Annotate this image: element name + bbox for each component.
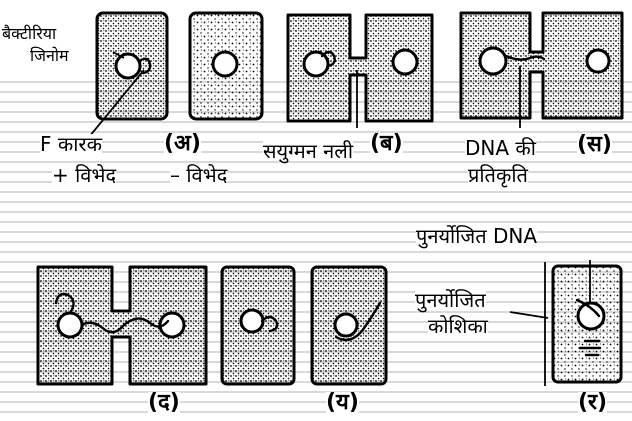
replicating-dna-c	[504, 54, 546, 61]
plasmid-e-left	[260, 315, 279, 333]
conjugating-pair-c	[459, 11, 624, 120]
conjugating-pair-b	[286, 13, 434, 123]
f-factor-plasmid-b	[320, 50, 336, 68]
label-bacterial-genome-1: बैक्टीरिया	[2, 24, 57, 43]
genome-b-donor	[302, 50, 330, 78]
label-recombinant-dna: पुनर्योजित DNA	[416, 224, 538, 248]
transferred-dna-d	[80, 317, 170, 334]
genome-e-right	[333, 312, 359, 338]
label-recombinant-cell-2: कोशिका	[428, 314, 488, 338]
genome-c-donor	[478, 46, 508, 76]
genome-a-recipient	[211, 50, 239, 78]
panel-label-b: (ब)	[370, 131, 403, 156]
genome-a-donor	[114, 52, 142, 80]
panel-label-e: (य)	[326, 390, 359, 415]
panel-label-d: (द)	[148, 390, 180, 415]
pointer-genome	[112, 51, 125, 59]
genome-f	[576, 301, 606, 331]
label-dna-replication-1: DNA की	[465, 136, 536, 160]
recombinant-dna-f	[575, 298, 601, 318]
genome-d-donor	[56, 311, 84, 339]
label-plus-strain: + विभेद	[52, 163, 117, 187]
label-bacterial-genome-2: जिनोम	[30, 46, 69, 65]
panel-label-a: (अ)	[164, 131, 201, 156]
genome-b-recipient	[391, 48, 419, 76]
panel-label-c: (स)	[577, 132, 612, 157]
genome-c-recipient	[585, 48, 611, 74]
label-dna-replication-2: प्रतिकृति	[468, 163, 528, 187]
label-conjugation-tube: सयुग्मन नली	[263, 139, 353, 163]
genome-e-left	[239, 308, 265, 334]
integrated-dna-e	[334, 301, 382, 342]
f-factor-plasmid-a	[139, 57, 152, 75]
genome-d-recipient	[158, 311, 186, 339]
label-minus-strain: – विभेद	[170, 163, 228, 187]
label-f-factor: F कारक	[40, 132, 102, 156]
label-recombinant-cell-1: पुनर्योजित	[415, 288, 486, 312]
panel-label-f: (र)	[578, 390, 608, 415]
